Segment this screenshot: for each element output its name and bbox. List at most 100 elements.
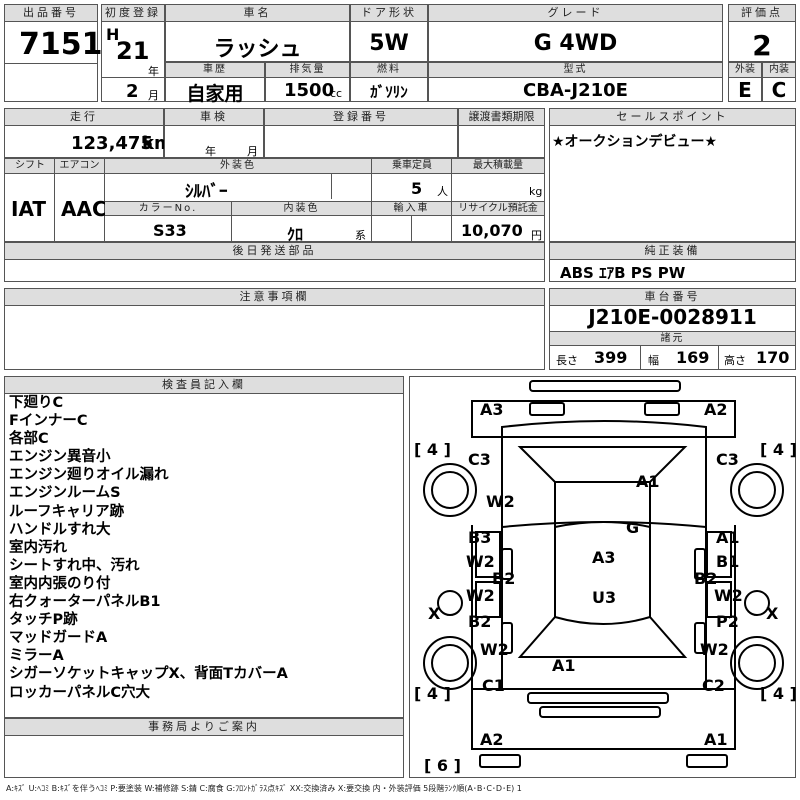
height-label: 高さ [724,354,746,367]
load-unit: kg [529,185,543,198]
equipment-box: 純正装備 ABS ｴｱB PS PW [549,242,796,282]
office-label: 事務局よりご案内 [5,719,403,736]
inspector-note-line: 下廻りC [9,395,64,411]
inspector-note-line: エンジンルームS [9,485,121,502]
mark: A3 [592,548,616,567]
mark: X [766,604,779,623]
mark-rear-right: A1 [704,730,728,749]
interior-grade-box: 内装 C [762,62,796,102]
interior-color-label: 内装色 [232,202,371,216]
transfer-docs-label: 譲渡書類期限 [459,109,544,126]
recycle-label: リサイクル預託金 [452,202,544,216]
sales-point-box: セールスポイント ★オークションデビュー★ [549,108,796,242]
tire-fr: [ 4 ] [760,440,797,459]
car-name-label: 車名 [166,5,349,22]
model-label: 型式 [429,63,722,78]
mark: B2 [468,612,491,631]
tire-fl: [ 4 ] [414,440,451,459]
inspector-note-line: ミラーA [9,648,64,665]
score: 2 [752,29,772,62]
mark: A1 [552,656,576,675]
legend: A:ｷｽﾞ U:ﾍｺﾐ B:ｷｽﾞを伴うﾍｺﾐ P:要塗装 W:補修跡 S:錆 … [6,784,522,793]
ac: AAC [61,197,107,221]
spec-grid: シフト エアコン IAT AAC 外装色 ｼﾙﾊﾞｰ 乗車定員 5 人 最大積載… [4,158,545,244]
seats-unit: 人 [437,185,448,198]
inspector-note-line: 室内内張のり付 [9,575,111,592]
length-label: 長さ [556,354,578,367]
mark: B1 [716,552,739,571]
recycle-unit: 円 [531,229,542,242]
mark: X [428,604,441,623]
score-label: 評価点 [729,5,795,22]
equipment: ABS ｴｱB PS PW [560,264,686,282]
reg-month: 2 [126,81,139,102]
interior-label: 内装 [763,63,795,78]
reg-number-label: 登録番号 [265,109,457,126]
mileage-box: 走行 123,475 km [4,108,173,158]
lot-label: 出品番号 [5,5,97,22]
history: 自家用 [186,83,244,105]
inspector-note-line: ハンドルすれ大 [9,521,111,538]
width-label: 幅 [648,354,659,367]
mark: B3 [468,528,491,547]
sales-point: ★オークションデビュー★ [552,134,718,150]
mark: A1 [716,528,740,547]
mark: A1 [636,472,660,491]
mileage-label: 走行 [5,109,163,126]
color: ｼﾙﾊﾞｰ [185,182,228,202]
registration-box: 初度登録 H 21 年 2 月 [101,4,165,102]
inspector-note-line: エンジン異音小 [9,449,111,466]
displacement-box: 排気量 1500 cc [265,62,350,102]
tire-spare: [ 6 ] [424,756,461,775]
mark-front-left: A3 [480,400,504,419]
recycle: 10,070 [461,221,523,240]
door-label: ドア形状 [351,5,427,22]
inspector-note-line: 各部C [9,431,49,448]
door-type: 5W [369,31,409,56]
notes-label: 注意事項欄 [5,289,544,306]
mileage: 123,475 [71,133,153,154]
exterior-grade-box: 外装 E [728,62,762,102]
grade-box: グレード G 4WD [428,4,723,62]
inspection-label: 車検 [165,109,263,126]
transfer-docs-box: 譲渡書類期限 [458,108,545,158]
mark: C3 [468,450,491,469]
model: CBA-J210E [523,80,628,101]
shift: IAT [11,197,47,221]
inspector-note-line: マッドガードA [9,630,108,647]
inspector-note-line: エンジン廻りオイル漏れ [9,467,169,484]
inspector-note-line: FインナーC [9,413,88,430]
seats-label: 乗車定員 [372,159,452,174]
door-box: ドア形状 5W [350,4,428,62]
mark: W2 [466,586,495,605]
displacement-label: 排気量 [266,63,349,78]
exterior-label: 外装 [729,63,761,78]
notes-box: 注意事項欄 [4,288,545,370]
spec-label: 諸元 [550,331,795,346]
lot-number: 7151 [19,27,103,62]
inspector-note-line: シートすれ中、汚れ [9,557,140,574]
chassis-box: 車台番号 J210E-0028911 諸元 長さ 399 幅 169 高さ 17… [549,288,796,370]
mark: W2 [714,586,743,605]
inspector-note-line: タッチP跡 [9,612,78,629]
lot-box: 出品番号 7151 [4,4,103,102]
chassis-number: J210E-0028911 [588,305,757,329]
mark: U3 [592,588,616,607]
history-box: 車歴 自家用 [165,62,265,105]
height: 170 [756,348,790,367]
displacement: 1500 [284,80,335,101]
damage-diagram: A3 A2 A2 A1 [ 4 ] [ 4 ] [ 4 ] [ 4 ] [ 6 … [409,376,797,778]
tire-rl: [ 4 ] [414,684,451,703]
ac-label: エアコン [55,159,104,174]
shift-label: シフト [5,159,55,174]
score-box: 評価点 2 [728,4,796,62]
import-label: 輸入車 [372,202,451,216]
exterior-grade: E [738,78,752,102]
displacement-unit: cc [330,87,343,100]
interior-color: ｸﾛ [287,225,304,244]
inspector-note-line: 右クォーターパネルB1 [9,594,161,611]
equipment-label: 純正装備 [550,243,795,260]
mark: W2 [486,492,515,511]
